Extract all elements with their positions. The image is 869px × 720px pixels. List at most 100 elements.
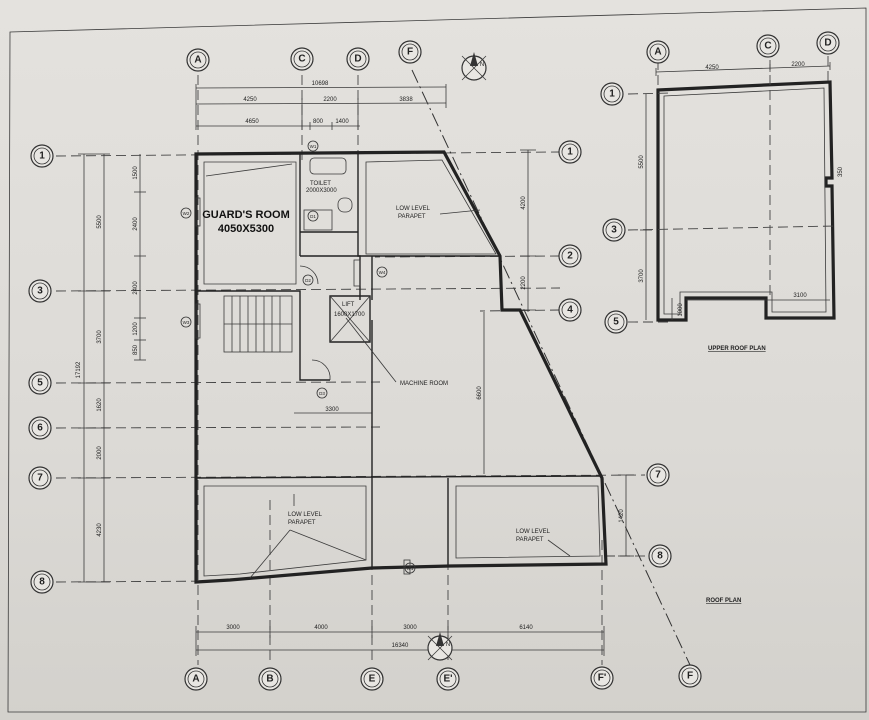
svg-text:F': F' [598, 673, 607, 684]
building-walls [194, 150, 608, 584]
dim-mid-6600: 6600 [477, 386, 483, 400]
dim-left2-2400: 2400 [133, 217, 139, 231]
svg-text:3: 3 [37, 286, 43, 297]
grid-bubble-right-4: 4 [558, 298, 582, 322]
svg-text:C: C [298, 54, 305, 65]
upper-grid-bubble-d: D [816, 31, 840, 55]
grid-bubble-right-2: 2 [558, 244, 582, 268]
dim-left2-1500: 1500 [133, 166, 139, 180]
dim-upper-350: 350 [838, 166, 844, 177]
grid-lines-horizontal [55, 151, 646, 583]
dim-upper-5500: 5500 [639, 155, 645, 169]
grid-bubble-bottom-b: B [258, 667, 282, 691]
lift-box [329, 295, 371, 343]
dim-left-5500: 5500 [97, 215, 103, 229]
grid-bubble-right-8: 8 [648, 544, 672, 568]
dim-mid-3300: 3300 [325, 407, 339, 413]
svg-text:3: 3 [611, 225, 617, 236]
svg-text:F: F [407, 47, 413, 58]
lift-label: LIFT [342, 302, 355, 308]
dim-left-4230: 4230 [97, 523, 103, 537]
grid-bubble-bottom-f-prime: F' [590, 666, 614, 690]
grid-bubble-top-c: C [290, 47, 314, 71]
grid-bubble-bottom-a: A [184, 667, 208, 691]
machine-room-label: MACHINE ROOM [400, 381, 448, 387]
svg-text:4: 4 [567, 305, 573, 316]
dim-upper-4250: 4250 [705, 65, 719, 71]
guards-room-label: GUARD'S ROOM [202, 209, 290, 221]
dim-bottom-3000b: 3000 [403, 625, 417, 631]
grid-bubble-right-7: 7 [646, 463, 670, 487]
parapet-top-line2: PARAPET [398, 214, 426, 220]
dim-bottom-6140: 6140 [519, 625, 533, 631]
dim-bottom-3000: 3000 [226, 625, 240, 631]
parapet-left-line1: LOW LEVEL [288, 512, 323, 518]
grid-bubble-left-6: 6 [28, 416, 52, 440]
dim-right-2200: 2200 [521, 276, 527, 290]
tag-w1: W1 [310, 144, 317, 149]
svg-text:8: 8 [657, 551, 663, 562]
upper-grid-bubble-3: 3 [602, 218, 626, 242]
dim-left-overall: 17192 [76, 361, 82, 378]
svg-text:B: B [266, 674, 273, 685]
svg-text:D: D [354, 54, 361, 65]
svg-text:A: A [194, 55, 201, 66]
svg-text:A: A [654, 47, 661, 58]
tag-d3: D3 [319, 391, 325, 396]
upper-grid-bubble-1: 1 [600, 82, 624, 106]
svg-text:2: 2 [567, 251, 573, 262]
dim-top2-a: 4650 [245, 119, 259, 125]
north-arrow-bottom: N [427, 632, 453, 661]
lift-size: 1600X1700 [334, 312, 365, 318]
dim-bottom-4000: 4000 [314, 625, 328, 631]
staircase [223, 295, 293, 353]
dim-top-c-d: 2200 [323, 97, 337, 103]
parapet-left-line2: PARAPET [288, 520, 316, 526]
svg-text:6: 6 [37, 423, 43, 434]
grid-bubble-right-1: 1 [558, 140, 582, 164]
dim-upper-3100: 3100 [793, 293, 807, 299]
svg-text:D: D [824, 38, 831, 49]
bottom-dimensions [195, 626, 605, 656]
grid-lines-vertical [197, 69, 691, 666]
grid-bubble-bottom-e-prime: E' [436, 667, 460, 691]
dim-left2-850: 850 [133, 344, 139, 355]
svg-text:8: 8 [39, 577, 45, 588]
element-tags [180, 140, 416, 574]
grid-bubble-bottom-f: F [678, 664, 702, 688]
left-dimensions [78, 153, 146, 583]
grid-bubble-left-3: 3 [28, 279, 52, 303]
svg-text:1: 1 [609, 89, 615, 100]
tag-w2: W2 [183, 211, 190, 216]
grid-bubble-top-f: F [398, 40, 422, 64]
right-dimensions [294, 149, 634, 557]
dim-upper-1000: 1000 [678, 303, 684, 317]
upper-roof-plan-title: UPPER ROOF PLAN [708, 346, 766, 352]
tag-w4: W4 [379, 270, 386, 275]
dim-left-2000: 2000 [97, 446, 103, 460]
roof-plan-title: ROOF PLAN [706, 598, 741, 604]
dim-left-1620: 1620 [97, 398, 103, 412]
top-dimensions [195, 84, 447, 130]
svg-text:F: F [687, 671, 693, 682]
toilet-label: TOILET [310, 181, 331, 187]
upper-grid-bubble-a: A [646, 40, 670, 64]
guards-room-size: 4050X5300 [218, 223, 274, 235]
dim-right-4200: 4200 [521, 196, 527, 210]
svg-text:7: 7 [37, 473, 43, 484]
toilet-size: 2000X3000 [306, 188, 337, 194]
dim-left2-2400b: 2400 [133, 281, 139, 295]
grid-bubble-bottom-e: E [360, 667, 384, 691]
north-arrow-top: N [461, 52, 487, 81]
svg-text:A: A [192, 674, 199, 685]
dim-upper-3700: 3700 [639, 269, 645, 283]
dim-left2-1200: 1200 [133, 322, 139, 336]
svg-text:5: 5 [37, 378, 43, 389]
tag-d2: D2 [305, 278, 311, 283]
dim-top-d-f: 3838 [399, 97, 413, 103]
dim-top2-b: 800 [313, 119, 324, 125]
dim-top2-c: 1400 [335, 119, 349, 125]
dim-bottom-overall: 16340 [392, 643, 409, 649]
